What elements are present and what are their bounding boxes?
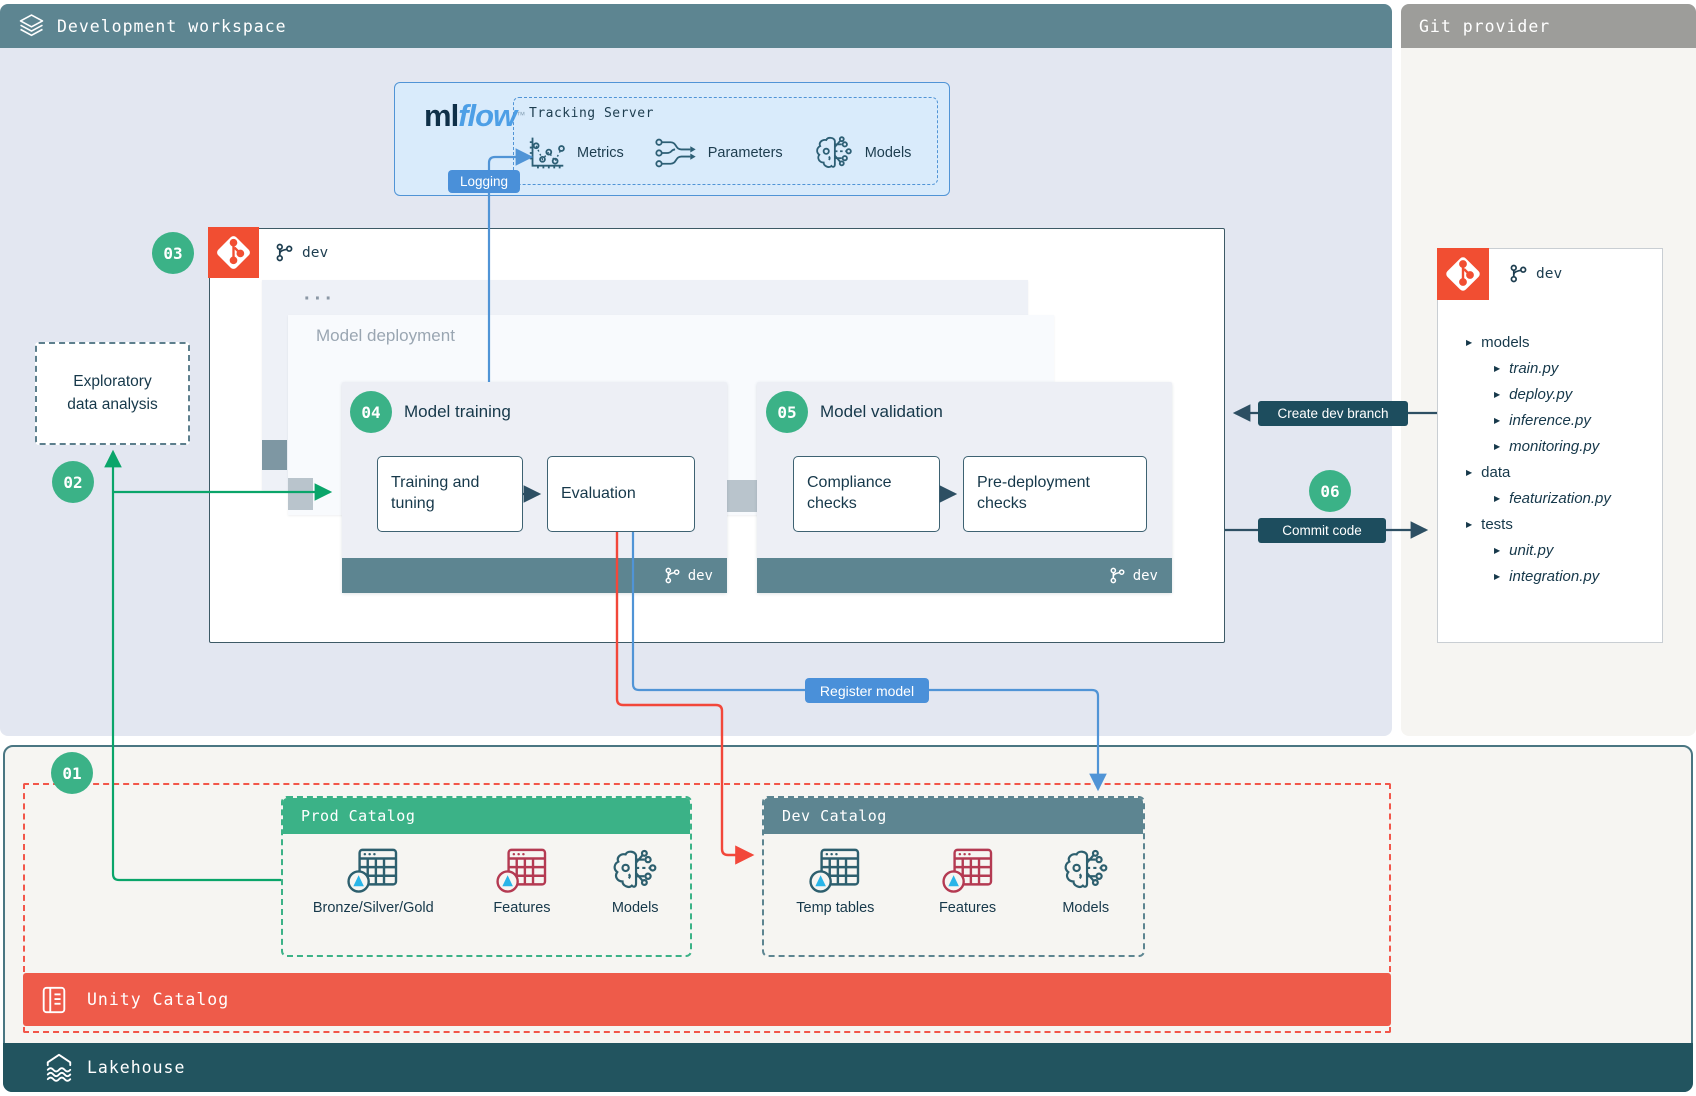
tracking-item-models: Models — [813, 134, 911, 172]
exploratory-data-analysis-box[interactable]: Exploratory data analysis — [35, 342, 190, 445]
branch-icon — [1510, 264, 1527, 283]
tree-item-monitoring-py[interactable]: ▶monitoring.py — [1494, 438, 1600, 455]
pre-deployment-checks-step[interactable]: Pre-deployment checks — [963, 456, 1147, 532]
dev-item-temp-tables: Temp tables — [796, 847, 874, 916]
compliance-checks-step[interactable]: Compliance checks — [793, 456, 940, 532]
create-dev-branch-pill: Create dev branch — [1258, 401, 1408, 426]
prod-catalog-header: Prod Catalog — [283, 798, 690, 834]
tree-bullet-icon: ▶ — [1466, 520, 1473, 529]
decor-block — [262, 440, 287, 470]
prod-catalog-items: Bronze/Silver/Gold Features Models — [283, 834, 690, 955]
features-table-icon — [942, 847, 994, 893]
tracking-server-items: Metrics Parameters Models — [527, 127, 931, 179]
tree-bullet-icon: ▶ — [1466, 468, 1473, 477]
tracking-server-box — [513, 97, 938, 185]
model-validation-footer: dev — [757, 558, 1172, 593]
mlflow-logo: mlflow™ — [424, 98, 526, 133]
branch-icon — [1110, 567, 1125, 584]
lakehouse-bar: Lakehouse — [3, 1043, 1693, 1092]
tree-item-train-py[interactable]: ▶train.py — [1494, 360, 1559, 377]
branch-icon — [665, 567, 680, 584]
tree-bullet-icon: ▶ — [1494, 416, 1501, 425]
tracking-server-title: Tracking Server — [529, 106, 654, 121]
badge-02: 02 — [52, 461, 94, 503]
metrics-icon — [527, 134, 567, 172]
badge-04: 04 — [350, 391, 392, 433]
model-training-footer: dev — [342, 558, 727, 593]
lakehouse-icon — [43, 1052, 75, 1082]
git-dev-branch-label: dev — [1510, 264, 1562, 283]
dev-item-models: Models — [1061, 847, 1111, 916]
model-validation-title: Model validation — [820, 402, 943, 421]
delta-table-icon — [347, 847, 399, 893]
tree-bullet-icon: ▶ — [1494, 364, 1501, 373]
dev-catalog-header: Dev Catalog — [764, 798, 1143, 834]
dev-catalog-box: Dev Catalog Temp tables Features Models — [762, 796, 1145, 957]
decor-block — [727, 480, 757, 512]
dev-branch-label: dev — [276, 243, 328, 262]
tree-item-unit-py[interactable]: ▶unit.py — [1494, 542, 1554, 559]
git-provider-title: Git provider — [1419, 17, 1551, 36]
evaluation-step[interactable]: Evaluation — [547, 456, 695, 532]
tree-item-models[interactable]: ▶models — [1466, 334, 1530, 351]
brain-icon — [813, 134, 855, 172]
decor-block — [288, 478, 313, 510]
prod-catalog-box: Prod Catalog Bronze/Silver/Gold Features… — [281, 796, 692, 957]
unity-catalog-bar: Unity Catalog — [23, 973, 1391, 1026]
badge-01: 01 — [51, 752, 93, 794]
tree-item-data[interactable]: ▶data — [1466, 464, 1511, 481]
model-training-title: Model training — [404, 402, 511, 421]
brain-icon — [1061, 847, 1111, 893]
tree-bullet-icon: ▶ — [1494, 546, 1501, 555]
tree-bullet-icon: ▶ — [1494, 572, 1501, 581]
unity-catalog-title: Unity Catalog — [87, 990, 230, 1009]
ellipsis-label: ··· — [304, 288, 336, 310]
tree-item-inference-py[interactable]: ▶inference.py — [1494, 412, 1591, 429]
unity-catalog-icon — [39, 985, 69, 1015]
tree-item-integration-py[interactable]: ▶integration.py — [1494, 568, 1600, 585]
logging-pill: Logging — [448, 170, 520, 193]
git-repo-card — [1437, 248, 1663, 643]
badge-06: 06 — [1309, 470, 1351, 512]
git-logo-icon — [1437, 248, 1489, 300]
tracking-item-parameters: Parameters — [654, 136, 783, 170]
tree-bullet-icon: ▶ — [1494, 390, 1501, 399]
layers-icon — [18, 13, 45, 39]
git-logo-icon — [208, 227, 259, 278]
badge-05: 05 — [766, 391, 808, 433]
development-workspace-header: Development workspace — [0, 4, 1392, 48]
lakehouse-title: Lakehouse — [87, 1058, 186, 1077]
parameters-icon — [654, 136, 698, 170]
development-workspace-title: Development workspace — [57, 17, 287, 36]
training-and-tuning-step[interactable]: Training and tuning — [377, 456, 523, 532]
register-model-pill: Register model — [805, 678, 929, 703]
git-provider-header: Git provider — [1401, 4, 1696, 48]
prod-item-bronze-silver-gold: Bronze/Silver/Gold — [313, 847, 434, 916]
prod-item-models: Models — [610, 847, 660, 916]
dev-catalog-items: Temp tables Features Models — [764, 834, 1143, 955]
prod-item-features: Features — [493, 847, 551, 916]
tree-item-featurization-py[interactable]: ▶featurization.py — [1494, 490, 1611, 507]
tree-item-tests[interactable]: ▶tests — [1466, 516, 1513, 533]
dev-item-features: Features — [939, 847, 996, 916]
delta-table-icon — [809, 847, 861, 893]
commit-code-pill: Commit code — [1258, 518, 1386, 543]
tree-bullet-icon: ▶ — [1494, 494, 1501, 503]
tree-bullet-icon: ▶ — [1466, 338, 1473, 347]
branch-icon — [276, 243, 293, 262]
tree-item-deploy-py[interactable]: ▶deploy.py — [1494, 386, 1573, 403]
brain-icon — [610, 847, 660, 893]
tracking-item-metrics: Metrics — [527, 134, 624, 172]
tree-bullet-icon: ▶ — [1494, 442, 1501, 451]
features-table-icon — [496, 847, 548, 893]
model-deployment-title: Model deployment — [316, 326, 455, 345]
badge-03: 03 — [152, 232, 194, 274]
